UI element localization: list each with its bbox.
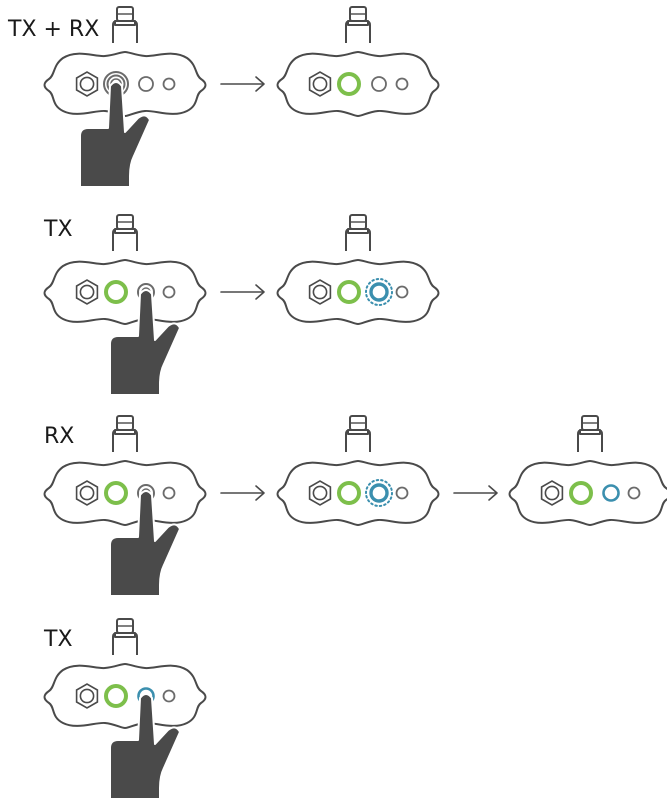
transmitter-device (276, 415, 440, 526)
transmitter-device (276, 6, 440, 117)
button-1 (104, 684, 128, 708)
button-3 (395, 77, 409, 91)
pointing-hand-icon (109, 289, 181, 396)
pointing-hand-icon (109, 693, 181, 800)
power-connector-icon (308, 71, 332, 97)
transmitter-device (276, 214, 440, 325)
button-3 (627, 486, 641, 500)
device-antenna (112, 214, 138, 251)
button-2 (602, 484, 620, 502)
power-connector-icon (308, 480, 332, 506)
right-arrow-icon (453, 485, 498, 501)
button-3 (395, 486, 409, 500)
button-1 (337, 481, 361, 505)
power-connector-icon (308, 279, 332, 305)
button-1 (337, 280, 361, 304)
right-arrow-icon (220, 76, 265, 92)
button-1 (337, 72, 361, 96)
button-3 (162, 285, 176, 299)
power-connector-icon (75, 71, 99, 97)
button-2 (365, 278, 393, 306)
button-3 (162, 486, 176, 500)
step-label-3: RX (44, 424, 74, 449)
button-3 (162, 77, 176, 91)
step-label-4: TX (43, 627, 73, 652)
power-connector-icon (75, 683, 99, 709)
step-label-2: TX (43, 217, 73, 242)
step-label-1: TX + RX (7, 17, 99, 42)
button-2 (138, 76, 154, 92)
device-antenna (112, 415, 138, 452)
button-2 (365, 479, 393, 507)
device-antenna (112, 6, 138, 43)
power-connector-icon (540, 480, 564, 506)
transmitter-device (43, 618, 207, 729)
button-2 (371, 76, 387, 92)
button-3 (162, 689, 176, 703)
device-antenna (345, 214, 371, 251)
right-arrow-icon (220, 284, 265, 300)
right-arrow-icon (220, 485, 265, 501)
device-antenna (345, 6, 371, 43)
button-1 (569, 481, 593, 505)
transmitter-device (43, 214, 207, 325)
button-1 (104, 481, 128, 505)
pointing-hand-icon (79, 81, 151, 188)
device-antenna (577, 415, 603, 452)
power-connector-icon (75, 279, 99, 305)
device-antenna (112, 618, 138, 655)
power-connector-icon (75, 480, 99, 506)
button-3 (395, 285, 409, 299)
transmitter-device (508, 415, 667, 526)
button-1 (104, 280, 128, 304)
device-antenna (345, 415, 371, 452)
pointing-hand-icon (109, 490, 181, 597)
